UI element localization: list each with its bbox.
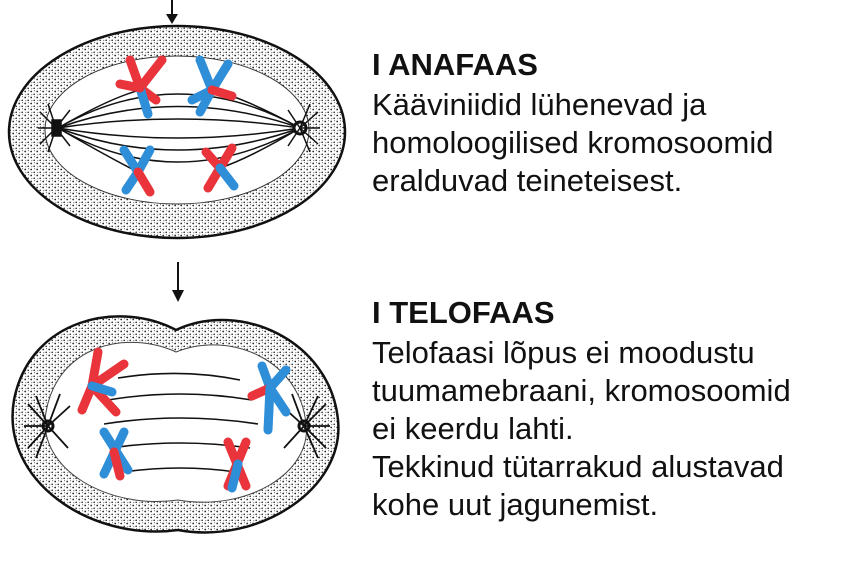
- arrow-down-icon: [172, 262, 184, 302]
- anaphase-line: eralduvad teineteisest.: [372, 163, 683, 198]
- telophase-line: Telofaasi lõpus ei moodustu: [372, 335, 755, 370]
- telophase-line: Tekkinud tütarrakud alustavad: [372, 449, 784, 484]
- spindle-fibers: [57, 89, 301, 173]
- centrosome-right: [287, 103, 320, 153]
- pole-left: [24, 393, 71, 459]
- centrosome-left: [38, 103, 71, 153]
- telophase-description: Telofaasi lõpus ei moodustu tuumamebraan…: [372, 334, 791, 524]
- telophase-line: tuumamebraani, kromosoomid: [372, 373, 791, 408]
- arrow-down-icon: [166, 0, 178, 24]
- anaphase-line: homoloogilised kromosoomid: [372, 125, 774, 160]
- anaphase-line: Kääviniidid lühenevad ja: [372, 87, 707, 122]
- telophase-cell: [11, 315, 340, 534]
- chromosomes-telophase: [77, 347, 291, 493]
- spindle-remnants: [103, 372, 259, 473]
- chromosomes-anaphase: [115, 55, 239, 197]
- anaphase-description: Kääviniidid lühenevad ja homoloogilised …: [372, 86, 773, 200]
- pole-right: [281, 393, 330, 459]
- telophase-line: ei keerdu lahti.: [372, 411, 574, 446]
- anaphase-title: I ANAFAAS: [372, 47, 538, 82]
- anaphase-cell: [7, 24, 347, 240]
- telophase-title: I TELOFAAS: [372, 295, 555, 330]
- telophase-line: kohe uut jagunemist.: [372, 487, 659, 522]
